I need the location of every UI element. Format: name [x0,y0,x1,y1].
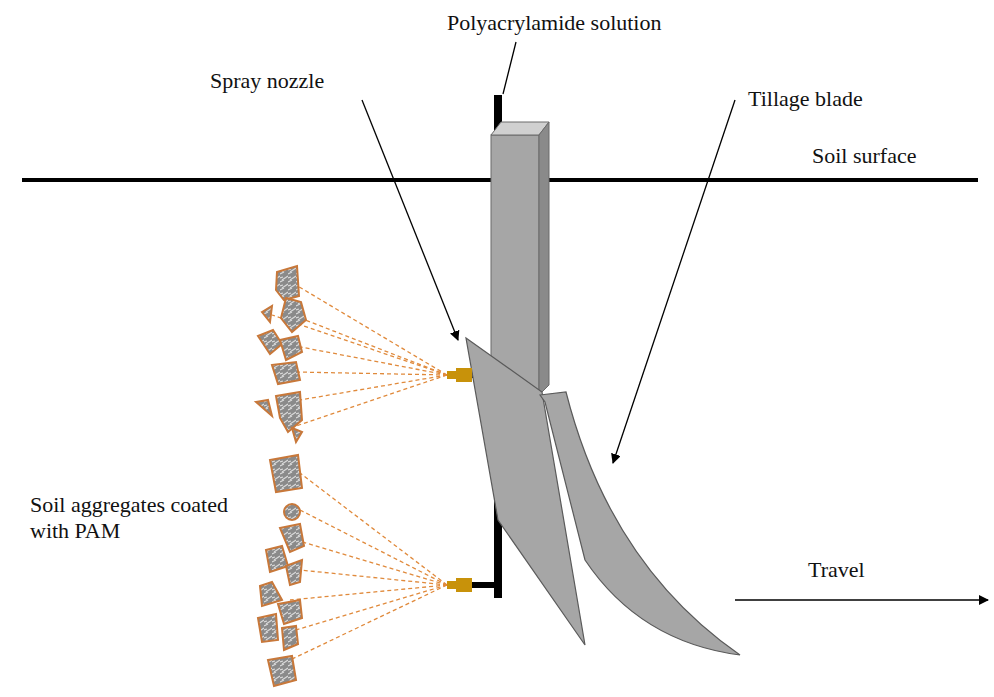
travel-label: Travel [808,557,865,583]
leader-arrow [613,100,735,463]
soil-aggregate [256,266,306,686]
surface-label: Soil surface [812,143,916,169]
leader-line [503,42,516,94]
nozzle-label: Spray nozzle [210,68,324,94]
pipe-label: Polyacrylamide solution [447,10,661,36]
blade-label: Tillage blade [748,86,863,112]
aggregate-label: Soil aggregates coated with PAM [30,492,258,544]
tillage-shank [491,122,549,395]
travel-arrow [735,599,988,601]
spray-nozzle [447,368,496,592]
tillage-blade [466,338,740,655]
leader-arrow [362,100,458,340]
